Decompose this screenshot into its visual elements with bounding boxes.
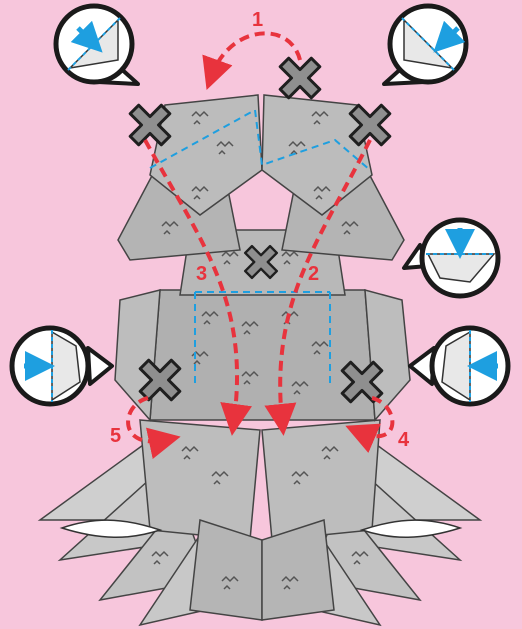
callout-middle-right [404,220,498,296]
step-3-label: 3 [196,263,207,285]
puzzle-assembly [40,47,480,625]
callout-middle-right-lower [410,328,508,404]
step-5-label: 5 [110,425,121,447]
step-2-label: 2 [308,263,319,285]
step-1-label: 1 [252,9,263,31]
callout-top-left [56,6,138,84]
bottom-panels [40,420,480,625]
callout-top-right [384,6,466,84]
step-4-label: 4 [398,429,410,451]
callout-middle-left [12,328,112,404]
